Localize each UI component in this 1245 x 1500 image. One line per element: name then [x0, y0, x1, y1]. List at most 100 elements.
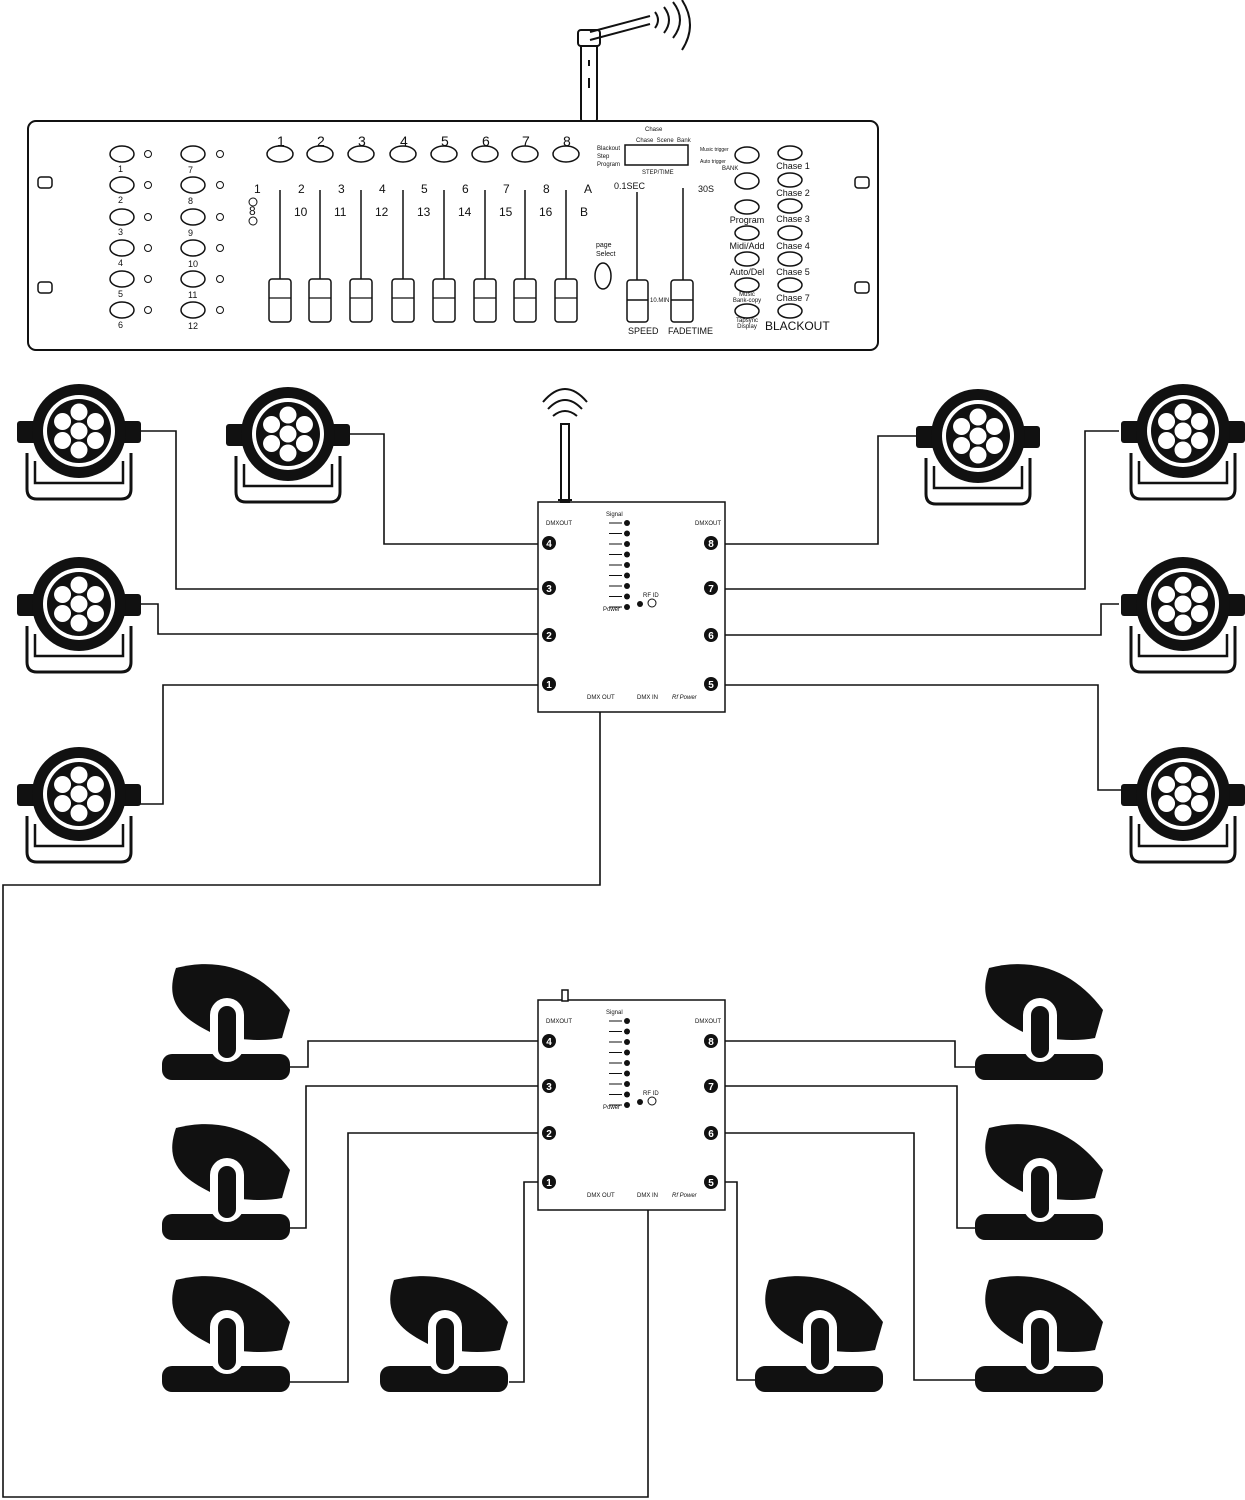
par-light-icon [916, 389, 1040, 506]
channel-fader-2[interactable] [308, 190, 332, 323]
blackout-button[interactable] [777, 303, 803, 319]
chase-button[interactable] [777, 145, 803, 161]
dmx-port-number: 1 [546, 680, 552, 691]
function-buttons: ProgramMidi/AddAuto/DelMusicBank-copyTap… [729, 145, 810, 330]
chase-button[interactable] [777, 251, 803, 267]
channel-number: 5 [441, 133, 449, 149]
chase-button[interactable] [777, 277, 803, 293]
receiver-label-rf-id: RF ID [643, 593, 659, 599]
fader-label-b: 11 [334, 205, 347, 219]
chase-button[interactable] [777, 172, 803, 188]
bank-up-button[interactable] [734, 146, 760, 164]
signal-led [624, 1091, 630, 1098]
rf-id-led [637, 601, 643, 607]
channel-number: 8 [563, 133, 571, 149]
scene-number: 5 [118, 289, 123, 299]
function-button[interactable] [734, 303, 760, 319]
scene-button-8[interactable] [180, 176, 206, 194]
channel-button-6[interactable] [471, 145, 499, 163]
dmx-port-number: 4 [546, 539, 552, 550]
fader-label-a: 3 [338, 182, 345, 196]
channel-button-2[interactable] [306, 145, 334, 163]
channel-button-3[interactable] [347, 145, 375, 163]
dmx-port-number: 8 [708, 1037, 714, 1048]
par-light-icon [1121, 747, 1245, 864]
channel-button-4[interactable] [389, 145, 417, 163]
scene-button-9[interactable] [180, 208, 206, 226]
fader-label-a: 6 [462, 182, 469, 196]
dmx-port-number: 3 [546, 1082, 552, 1093]
scene-button-5[interactable] [109, 270, 135, 288]
receiver-body [537, 501, 726, 713]
channel-button-1[interactable] [266, 145, 294, 163]
scene-button-3[interactable] [109, 208, 135, 226]
function-button[interactable] [734, 251, 760, 267]
channel-fader-1[interactable] [268, 190, 292, 323]
label-page-select-2: Select [596, 251, 616, 258]
channel-number: 1 [277, 133, 285, 149]
fadetime-fader[interactable] [670, 188, 694, 323]
channel-button-7[interactable] [511, 145, 539, 163]
scene-button-1[interactable] [109, 145, 135, 163]
channel-fader-4[interactable] [391, 190, 415, 323]
scene-button-7[interactable] [180, 145, 206, 163]
signal-led [624, 551, 630, 558]
dmx-port-5 [704, 1175, 718, 1189]
function-button[interactable] [734, 199, 760, 215]
fader-label-b: 15 [499, 205, 513, 219]
function-button[interactable] [734, 225, 760, 241]
fader-label-b: 16 [539, 205, 553, 219]
dmx-port-6 [704, 628, 718, 642]
scene-button-6[interactable] [109, 301, 135, 319]
scene-led-3 [144, 213, 152, 221]
scene-led-10 [216, 244, 224, 252]
moving-head-icon [380, 1276, 508, 1392]
channel-fader-3[interactable] [349, 190, 373, 323]
label-bank: BANK [722, 166, 738, 172]
chase-button-label: Chase 2 [776, 188, 810, 198]
channel-fader-5[interactable] [432, 190, 456, 323]
channel-button-8[interactable] [552, 145, 580, 163]
chase-button[interactable] [777, 198, 803, 214]
fader-label-a: 2 [298, 182, 305, 196]
scene-button-11[interactable] [180, 270, 206, 288]
label-chase-top: Chase [645, 127, 663, 133]
signal-led [624, 530, 630, 537]
channel-button-5[interactable] [430, 145, 458, 163]
dmx-port-1 [542, 677, 556, 691]
par-light-icon [17, 747, 141, 864]
receiver-label-dmx-in: DMX IN [637, 1193, 658, 1199]
signal-led [624, 1018, 630, 1024]
chase-button-label: Chase 5 [776, 267, 810, 277]
scene-button-10[interactable] [180, 239, 206, 257]
fader-label-a: A [584, 182, 592, 196]
channel-number: 2 [317, 133, 325, 149]
signal-led [624, 572, 630, 579]
chase-button[interactable] [777, 225, 803, 241]
rf-id-button[interactable] [647, 1096, 657, 1106]
fader-label-b: 13 [417, 205, 431, 219]
bank-down-button[interactable] [734, 172, 760, 190]
rf-id-button[interactable] [647, 598, 657, 608]
channel-fader-6[interactable] [473, 190, 497, 323]
page-indicator-top: 1 [254, 182, 261, 196]
signal-led [624, 1039, 630, 1045]
label-program-small: Program [597, 162, 620, 168]
channel-fader-8[interactable] [554, 190, 578, 323]
label-min-time: 0.1SEC [614, 181, 646, 191]
page-select-button[interactable] [594, 262, 612, 290]
console-antenna-icon [577, 0, 691, 123]
signal-led [624, 593, 630, 600]
scene-button-12[interactable] [180, 301, 206, 319]
scene-button-2[interactable] [109, 176, 135, 194]
scene-button-4[interactable] [109, 239, 135, 257]
dmx-port-number: 2 [546, 1129, 552, 1140]
par-light-icon [1121, 384, 1245, 501]
chase-button-label: Chase 4 [776, 241, 810, 251]
label-10min: 10.MIN [650, 298, 669, 304]
function-button[interactable] [734, 277, 760, 293]
channel-fader-7[interactable] [513, 190, 537, 323]
speed-fader[interactable] [626, 192, 649, 323]
